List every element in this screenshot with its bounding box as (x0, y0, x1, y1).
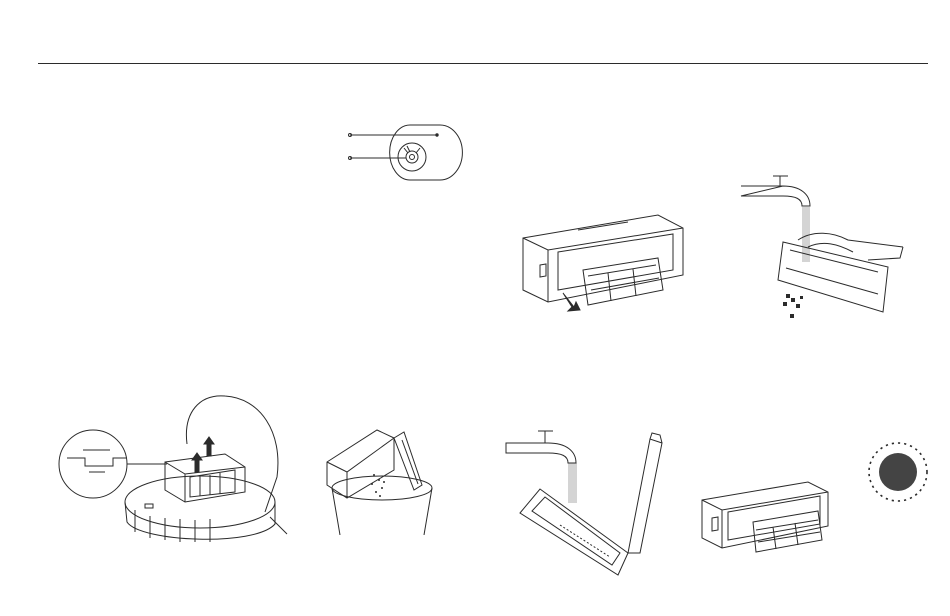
filter-reinstall-illustration (698, 478, 833, 558)
header-rule (38, 63, 928, 64)
robot-dustbin-illustration (55, 392, 295, 552)
dustbin-rinse-illustration (500, 425, 680, 580)
sun-icon (866, 440, 930, 504)
faucet-icon (500, 425, 680, 580)
dustbin-empty-illustration (322, 410, 442, 535)
filter-remove-illustration (518, 210, 688, 320)
robot-icon (55, 392, 295, 552)
trash-can-icon (322, 410, 442, 535)
faucet-icon (738, 172, 938, 322)
sun-illustration (866, 440, 930, 504)
filter-icon (518, 210, 688, 320)
wheel-callout-illustration (340, 120, 470, 190)
wheel-icon (340, 120, 470, 190)
filter-rinse-illustration (738, 172, 938, 322)
filter-icon (698, 478, 833, 558)
